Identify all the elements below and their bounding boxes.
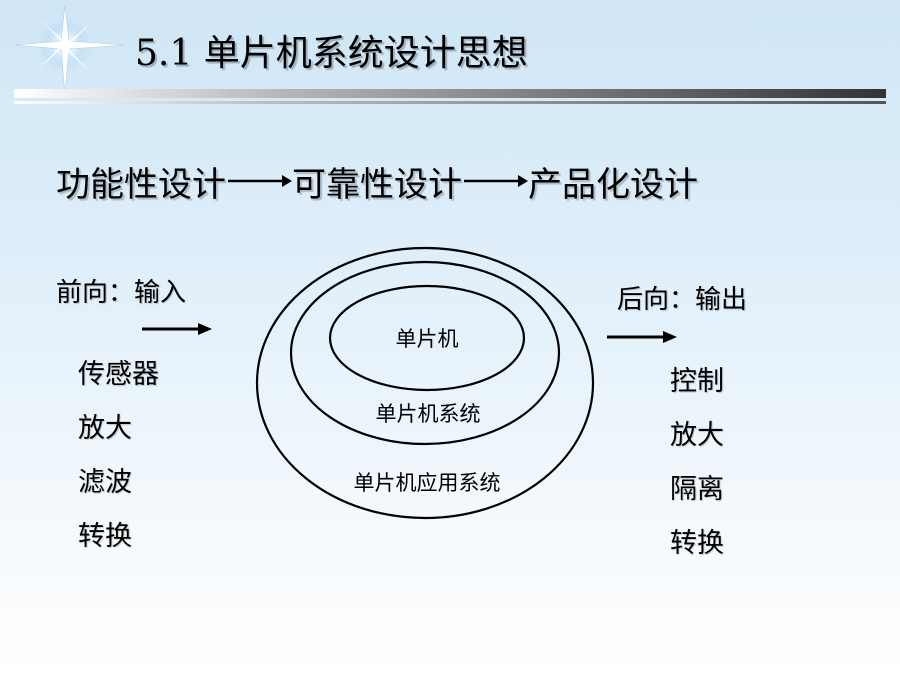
input-item-filter: 滤波 <box>78 467 132 498</box>
flow-stage-reliability: 可靠性设计 <box>292 165 462 205</box>
flow-arrow-1 <box>226 165 292 195</box>
ring-middle-label: 单片机系统 <box>375 402 481 426</box>
flow-stage-productization: 产品化设计 <box>528 165 698 205</box>
ring-inner-label: 单片机 <box>395 327 459 351</box>
ring-outer <box>255 246 595 520</box>
input-item-convert: 转换 <box>78 521 132 552</box>
title-underline-bar <box>14 89 886 98</box>
input-arrow <box>142 323 212 335</box>
design-flow: 功能性设计 可靠性设计 产品化设计 <box>56 163 698 207</box>
output-arrow <box>607 331 677 343</box>
flow-arrow-2 <box>462 165 528 195</box>
title-underline-line <box>14 101 886 104</box>
input-item-sensor: 传感器 <box>78 359 159 390</box>
input-item-amplify: 放大 <box>78 413 132 444</box>
ring-middle <box>289 260 561 446</box>
output-heading: 后向：输出 <box>617 285 748 315</box>
output-item-amplify: 放大 <box>670 420 724 451</box>
output-item-isolate: 隔离 <box>670 474 724 505</box>
flow-stage-functional: 功能性设计 <box>56 165 226 205</box>
input-heading: 前向：输入 <box>56 278 187 308</box>
ring-inner <box>328 284 526 392</box>
output-item-convert: 转换 <box>670 528 724 559</box>
output-item-control: 控制 <box>670 366 724 397</box>
ring-outer-label: 单片机应用系统 <box>353 471 501 495</box>
slide-title: 5.1 单片机系统设计思想 <box>135 33 528 74</box>
